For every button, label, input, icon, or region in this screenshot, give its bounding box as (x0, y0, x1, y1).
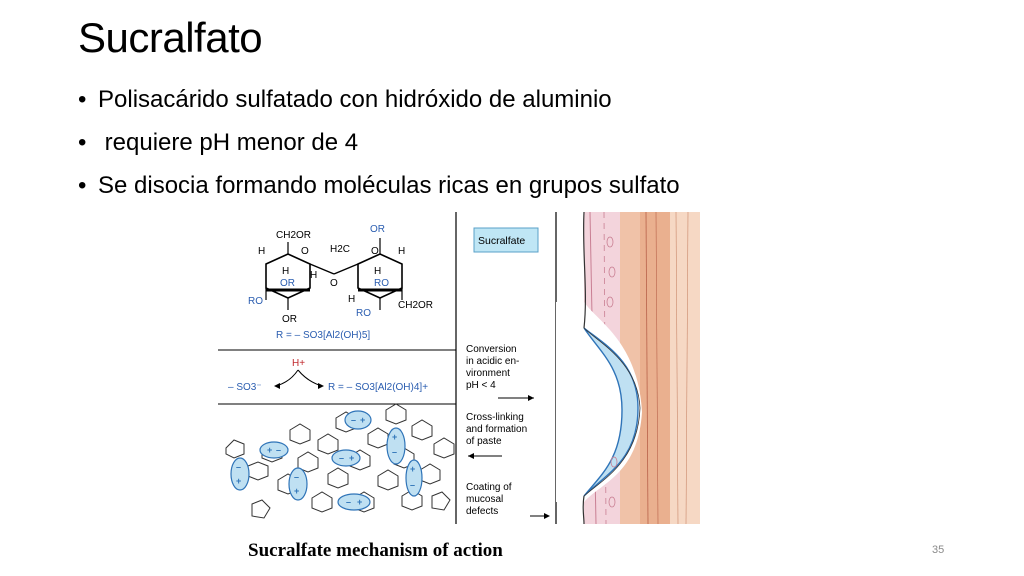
label-ro: RO (248, 296, 263, 307)
svg-text:–: – (351, 415, 356, 425)
svg-text:–: – (410, 480, 415, 490)
bullet-item: Polisacárido sulfatado con hidróxido de … (78, 78, 680, 121)
label-h: H (348, 294, 355, 305)
sulfate-anion: – SO3⁻ (228, 382, 262, 393)
svg-text:+: + (236, 476, 241, 486)
svg-text:+: + (392, 432, 397, 442)
label-h: H (282, 266, 289, 277)
step-cross-linking: Cross-linking and formation of paste (466, 412, 530, 447)
charge-signs: –+ +– –+ –+ –+ +– –+ +– (236, 415, 415, 507)
label-or: OR (280, 278, 295, 289)
step-conversion: Conversion in acidic en- vironment pH < … (466, 344, 522, 391)
aluminum-complex: R = – SO3[Al2(OH)4]+ (328, 382, 428, 393)
label-or: OR (282, 314, 297, 325)
label-h: H (398, 246, 405, 257)
sucralfate-mechanism-figure: CH2OR OR H2C O O O H H H H H H OR RO RO … (218, 212, 700, 524)
svg-text:–: – (276, 445, 281, 455)
svg-text:+: + (357, 497, 362, 507)
r-group-formula: R = – SO3[Al2(OH)5] (276, 330, 370, 341)
step-sucralfate: Sucralfate (478, 235, 525, 247)
label-h: H (258, 246, 265, 257)
page-number: 35 (932, 544, 945, 556)
slide-title: Sucralfato (78, 14, 263, 61)
label-h: H (310, 270, 317, 281)
charged-aggregates (230, 410, 423, 511)
bullet-item: Se disocia formando moléculas ricas en g… (78, 164, 680, 207)
label-h: H (374, 266, 381, 277)
label-h2c: H2C (330, 244, 350, 255)
label-ro: RO (374, 278, 389, 289)
label-o: O (301, 246, 309, 257)
svg-text:–: – (236, 462, 241, 472)
chemical-structure: CH2OR OR H2C O O O H H H H H H OR RO RO … (248, 224, 433, 341)
bullet-item: requiere pH menor de 4 (78, 121, 680, 164)
mucosal-wall-illustration (556, 212, 700, 524)
svg-text:+: + (294, 486, 299, 496)
figure-caption: Sucralfate mechanism of action (248, 540, 503, 561)
svg-text:–: – (346, 497, 351, 507)
label-o: O (371, 246, 379, 257)
svg-text:+: + (349, 453, 354, 463)
label-o: O (330, 278, 338, 289)
label-ro: RO (356, 308, 371, 319)
svg-text:+: + (267, 445, 272, 455)
step-coating: Coating of mucosal defects (466, 482, 514, 517)
proton-label: H+ (292, 358, 305, 369)
acid-reaction: H+ – SO3⁻ R = – SO3[Al2(OH)4]+ (228, 358, 428, 393)
label-ch2or: CH2OR (398, 300, 433, 311)
step-list: Sucralfate Conversion in acidic en- viro… (466, 227, 550, 519)
svg-text:–: – (294, 472, 299, 482)
label-or: OR (370, 224, 385, 235)
svg-text:+: + (410, 464, 415, 474)
svg-text:–: – (392, 447, 397, 457)
bullet-list: Polisacárido sulfatado con hidróxido de … (78, 78, 680, 207)
svg-text:+: + (360, 415, 365, 425)
svg-text:–: – (339, 453, 344, 463)
label-ch2or: CH2OR (276, 230, 311, 241)
